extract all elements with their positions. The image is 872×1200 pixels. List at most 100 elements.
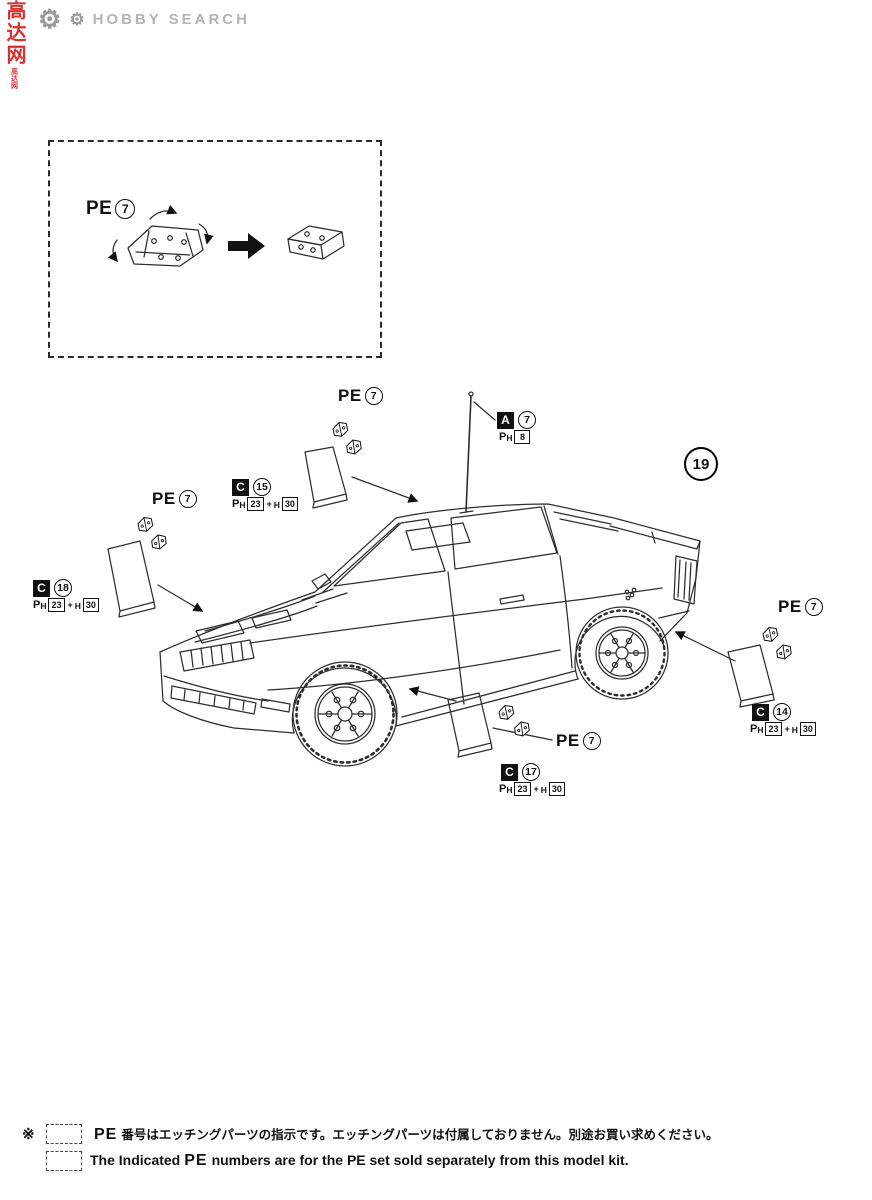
part-letter-box: C: [752, 703, 769, 721]
paint-h: H: [540, 785, 547, 795]
bumper-intake: [170, 685, 257, 715]
paint-h: H: [74, 601, 81, 611]
circled-number: 17: [522, 763, 540, 781]
mud-flap-front-lower: [408, 686, 553, 758]
pe-logo-text: PE: [94, 1126, 118, 1143]
part-label-a7: A 7: [497, 411, 536, 429]
paint-plus: +: [784, 724, 790, 734]
watermark-small-text: 高达网: [10, 68, 18, 89]
rear-wheel: [575, 606, 669, 700]
part-label-c18: C 18: [33, 579, 72, 597]
part-label-c15: C 15: [232, 478, 271, 496]
paint-plus: +: [67, 600, 73, 610]
circled-number: 14: [773, 703, 791, 721]
circled-number: 18: [54, 579, 72, 597]
paint-h: H: [791, 725, 798, 735]
asterisk: ※: [22, 1126, 35, 1143]
pe-callout-4: PE 7: [556, 731, 601, 751]
tail-lamp: [673, 555, 698, 605]
paint-p: P: [499, 783, 507, 795]
car-body: [159, 503, 701, 734]
mud-flap-front-upper: [304, 446, 419, 509]
paint-value-box: 30: [82, 598, 99, 612]
paint-h: H: [239, 500, 246, 510]
pe-callout-foldbox: PE 7: [86, 198, 136, 220]
fold-arrow-icon: [228, 233, 265, 259]
brand-text: HOBBY SEARCH: [92, 10, 250, 28]
sunroof: [405, 522, 471, 551]
fold-instruction-box: [48, 140, 382, 358]
part-label-c14: C 14: [752, 703, 791, 721]
paint-value-box: 30: [548, 782, 565, 796]
pe-label-text: PE: [152, 489, 176, 508]
door-handle: [499, 594, 525, 605]
part-label-c17: C 17: [501, 763, 540, 781]
circled-number: 7: [582, 732, 601, 750]
circled-number: 15: [253, 478, 271, 496]
paint-p: P: [499, 431, 507, 443]
antenna: [459, 391, 496, 514]
grille: [179, 639, 255, 672]
dashed-legend-swatch: [46, 1124, 82, 1144]
pe-fold-diagram: [107, 205, 345, 267]
circled-number: 7: [178, 490, 197, 508]
mud-flap-rear-right: [674, 631, 775, 708]
paint-h: H: [506, 785, 513, 795]
paint-code-c18: P H 23 + H 30: [33, 598, 100, 612]
paint-value-box: 23: [48, 598, 65, 612]
paint-value-box: 23: [765, 722, 782, 736]
pe-callout-1: PE 7: [338, 386, 383, 406]
pe-callout-2: PE 7: [152, 489, 197, 509]
circled-number: 7: [364, 387, 383, 405]
circled-number: 7: [518, 411, 536, 429]
paint-p: P: [750, 723, 758, 735]
paint-value-box: 30: [799, 722, 816, 736]
front-wheel: [292, 661, 398, 767]
paint-p: P: [232, 498, 240, 510]
pe-label-text: PE: [778, 597, 802, 616]
headlight: [251, 609, 292, 629]
pe-label-text: PE: [86, 198, 113, 219]
dashed-legend-swatch: [46, 1151, 82, 1171]
headlight: [195, 620, 245, 644]
circled-number: 7: [115, 199, 136, 219]
step-number: 19: [692, 455, 710, 473]
side-mirror: [311, 573, 332, 590]
paint-plus: +: [266, 499, 272, 509]
part-letter-box: C: [33, 579, 50, 597]
paint-code-c15: P H 23 + H 30: [232, 497, 299, 511]
paint-h: H: [757, 725, 764, 735]
watermark: 高达网 高达网: [3, 0, 25, 89]
watermark-text: 高达网: [3, 0, 25, 66]
en-note-pre: The Indicated: [90, 1152, 181, 1168]
paint-value-box: 23: [514, 782, 531, 796]
paint-code-c17: P H 23 + H 30: [499, 782, 566, 796]
jp-note: 番号はエッチングパーツの指示です。エッチングパーツは付属しておりません。別途お買…: [121, 1128, 719, 1142]
paint-h: H: [40, 601, 47, 611]
mud-flap-front-left: [107, 540, 204, 618]
gear-icon: ⚙: [69, 9, 88, 29]
hobby-search-logo: ⚙ ⚙ HOBBY SEARCH: [38, 6, 250, 32]
pe-callout-3: PE 7: [778, 597, 823, 617]
paint-value-box: 8: [514, 430, 531, 444]
part-letter-box: C: [232, 478, 249, 496]
gear-icon: ⚙: [38, 4, 65, 34]
circled-number: 7: [804, 598, 823, 616]
paint-value-box: 23: [247, 497, 264, 511]
pe-label-text: PE: [338, 386, 362, 405]
paint-code-a: P H 8: [499, 430, 531, 444]
en-note-post: numbers are for the PE set sold separate…: [211, 1152, 629, 1168]
paint-p: P: [33, 599, 41, 611]
paint-h: H: [273, 500, 280, 510]
part-letter-box: C: [501, 763, 518, 781]
paint-h: H: [506, 433, 513, 443]
paint-code-c14: P H 23 + H 30: [750, 722, 817, 736]
paint-plus: +: [533, 784, 539, 794]
paint-value-box: 30: [281, 497, 298, 511]
